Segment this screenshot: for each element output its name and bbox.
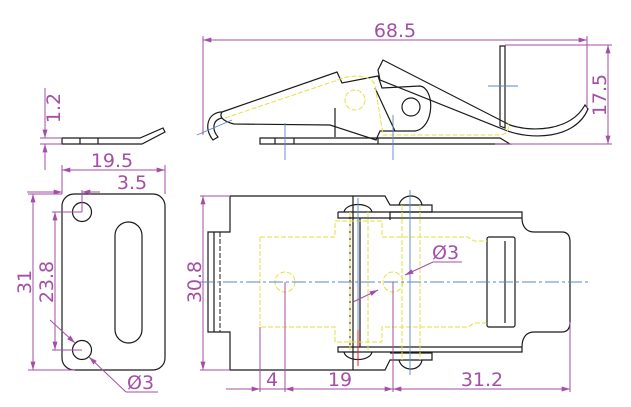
dim-base-hole-offset: 4 [266, 369, 278, 391]
dim-hole-spacing: 23.8 [36, 261, 58, 303]
dim-overall-length: 68.5 [374, 20, 416, 42]
dim-hole-offset: 3.5 [117, 172, 147, 194]
strike-plate-front-view: 19.5 3.5 31 23.8 Ø3 [14, 150, 166, 394]
dim-plate-height: 31 [14, 270, 36, 294]
plate-slot [114, 221, 143, 344]
dim-hook-length: 31.2 [461, 369, 503, 391]
dim-plate-hole-diameter: Ø3 [127, 372, 154, 394]
dim-height: 17.5 [589, 74, 611, 116]
latch-side-view: 68.5 17.5 [196, 20, 612, 160]
pivot-hole [401, 97, 421, 117]
dim-thickness: 1.2 [43, 93, 65, 123]
dim-base-width: 30.8 [184, 261, 206, 303]
dim-plate-width: 19.5 [91, 150, 133, 172]
latch-plan-view: 30.8 Ø3 4 19 31.2 [184, 190, 590, 392]
strike-plate-side-view: 1.2 [40, 88, 166, 170]
dim-hole-pitch: 19 [328, 369, 352, 391]
dim-base-hole-diameter: Ø3 [432, 242, 459, 264]
